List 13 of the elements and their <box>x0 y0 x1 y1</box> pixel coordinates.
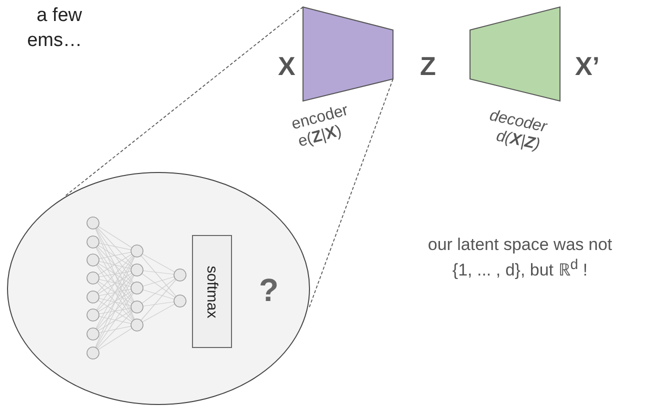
zoom-line <box>308 78 394 308</box>
question-mark: ? <box>259 272 279 309</box>
layer-name: softmax <box>204 265 220 318</box>
softmax-box <box>192 235 232 348</box>
decoder-trapezoid <box>470 7 560 101</box>
variable-label: X <box>278 50 296 83</box>
encoder-trapezoid <box>303 7 393 101</box>
zoom-line <box>64 6 304 196</box>
heading-text: a few ems… <box>26 4 82 53</box>
zoom-ellipse <box>7 172 310 405</box>
note-text: our latent space was not {1, ... , d}, but ℝ$^{d}$ ! <box>426 234 614 282</box>
variable-label: Z <box>420 50 436 83</box>
variable-label: X’ <box>575 50 600 83</box>
